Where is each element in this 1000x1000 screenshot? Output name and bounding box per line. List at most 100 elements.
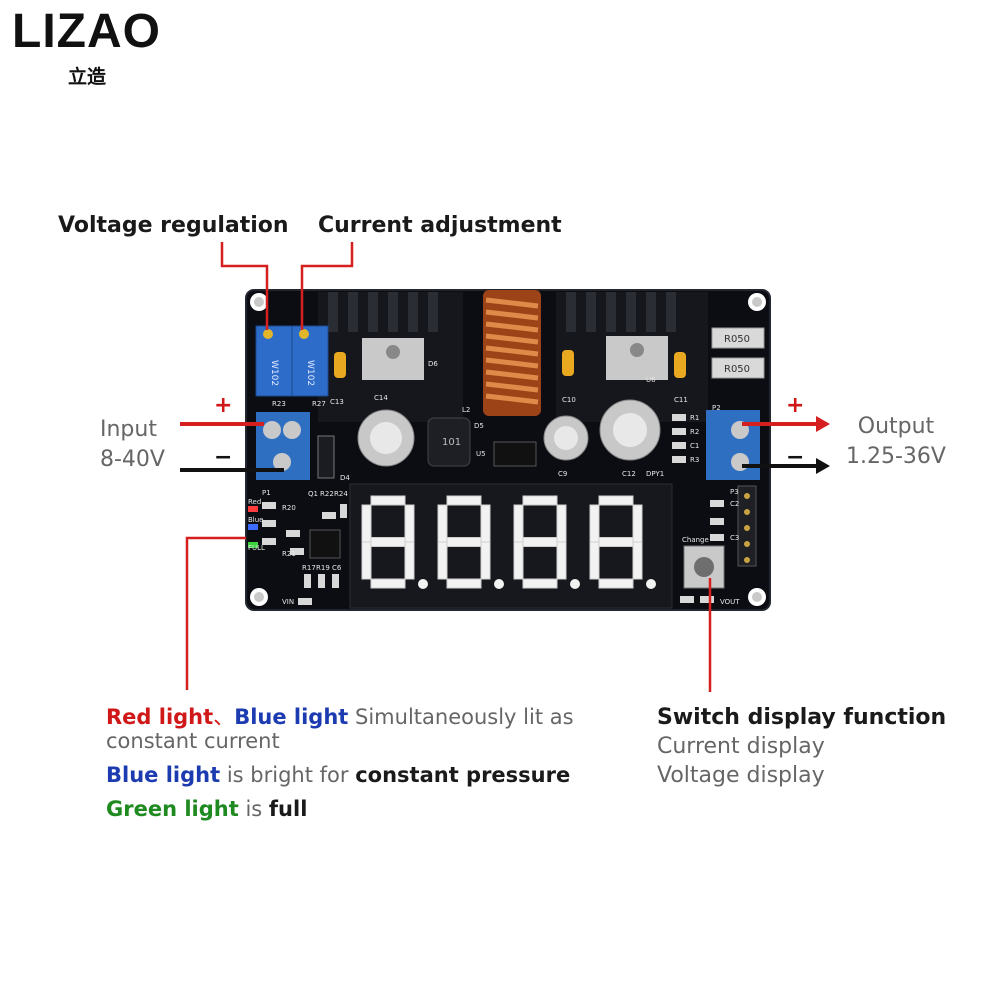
input-title: Input [100, 417, 157, 442]
green-light-text: Green light [106, 797, 239, 821]
silkscreen-r21: R21 [282, 550, 296, 558]
silkscreen-c1: C1 [690, 442, 699, 450]
is-text: is [245, 797, 263, 821]
silkscreen-change: Change [682, 536, 709, 544]
led-description: Red light、 Blue light Simultaneously lit … [106, 705, 626, 821]
segment [556, 541, 567, 580]
blue-led [248, 524, 258, 530]
red-led [248, 506, 258, 512]
constant-pressure-text: constant pressure [355, 763, 571, 787]
segment [598, 578, 634, 589]
header-pins [737, 485, 757, 567]
voltage-potentiometer: W102 [255, 325, 293, 397]
full-text: full [268, 797, 308, 821]
segment [522, 578, 558, 589]
silkscreen-d6: D6 [428, 360, 438, 368]
separator-text: 、 [213, 705, 235, 729]
silkscreen-dpy1: DPY1 [646, 470, 664, 478]
silkscreen-c6: C6 [332, 564, 342, 572]
capacitor [599, 399, 661, 461]
decimal-point [494, 579, 504, 589]
smd-inductor: 101 [427, 417, 471, 467]
output-label: Output 1.25-36V [846, 412, 946, 472]
silkscreen-c11: C11 [674, 396, 688, 404]
capacitor [543, 415, 589, 461]
segment [513, 541, 524, 580]
blue-light-text-2: Blue light [106, 763, 221, 787]
simultaneously-text: Simultaneously lit as [355, 705, 574, 729]
silkscreen-r27: R27 [312, 400, 326, 408]
output-plus: + [786, 393, 805, 418]
silkscreen-r3: R3 [690, 456, 699, 464]
silkscreen-r23: R23 [272, 400, 286, 408]
silkscreen-r19: R19 [316, 564, 330, 572]
segment [404, 541, 415, 580]
change-button [683, 545, 725, 589]
decimal-point [570, 579, 580, 589]
tantalum-capacitor [562, 350, 574, 376]
silkscreen-led-red: Red [248, 498, 261, 506]
silkscreen-r17: R17 [302, 564, 316, 572]
tantalum-capacitor [674, 352, 686, 378]
silkscreen-c9: C9 [558, 470, 567, 478]
segment [446, 537, 482, 547]
silkscreen-d5: D5 [474, 422, 484, 430]
voltage-regulation-label: Voltage regulation [58, 213, 289, 238]
output-positive-arrow [742, 416, 830, 432]
toroid-inductor [483, 290, 541, 416]
segment [370, 495, 406, 506]
ic-chip [309, 529, 341, 559]
segment [598, 495, 634, 506]
callout-lines [185, 242, 712, 692]
segment [361, 504, 372, 543]
silkscreen-vout: VOUT [720, 598, 740, 606]
silkscreen-c14: C14 [374, 394, 388, 402]
segment [437, 541, 448, 580]
silkscreen-labels: P1 R23 R27 C13 D6 C14 L2 D5 U5 C10 U6 C1… [248, 360, 740, 606]
segment [556, 504, 567, 543]
silkscreen-c13: C13 [330, 398, 344, 406]
silkscreen-vin: VIN [282, 598, 294, 606]
smd-components [262, 414, 724, 605]
output-range: 1.25-36V [846, 444, 946, 469]
svg-text:101: 101 [442, 437, 461, 448]
seven-segment-display [349, 483, 673, 609]
silkscreen-r20: R20 [282, 504, 296, 512]
svg-text:R050: R050 [724, 364, 750, 375]
segment [361, 541, 372, 580]
current-adjustment-label: Current adjustment [318, 213, 562, 238]
segment [480, 504, 491, 543]
mounting-hole [250, 588, 268, 606]
red-light-text: Red light [106, 705, 214, 729]
mounting-hole [748, 588, 766, 606]
decimal-point [418, 579, 428, 589]
diode [317, 435, 335, 479]
switch-description: Switch display function Current display … [657, 705, 946, 788]
silkscreen-p3: P3 [730, 488, 739, 496]
shunt-resistor: R050 [711, 357, 765, 379]
segment [446, 495, 482, 506]
mounting-hole [748, 293, 766, 311]
svg-text:W102: W102 [269, 360, 279, 386]
switch-title: Switch display function [657, 705, 947, 730]
mounting-hole [250, 293, 268, 311]
segment [480, 541, 491, 580]
svg-text:R050: R050 [724, 334, 750, 345]
output-title: Output [857, 414, 935, 439]
silkscreen-p1: P1 [262, 489, 271, 497]
constant-current-text: constant current [106, 729, 280, 753]
input-plus: + [214, 393, 233, 418]
shunt-resistor: R050 [711, 327, 765, 349]
input-label: Input 8-40V [100, 415, 165, 475]
brand-logo-subtitle: 立造 [68, 66, 107, 88]
segment [370, 537, 406, 547]
tantalum-capacitor [334, 352, 346, 378]
silkscreen-r2: R2 [690, 428, 699, 436]
input-minus: − [214, 445, 233, 470]
silkscreen-led-blue: Blue [248, 516, 264, 524]
input-range: 8-40V [100, 447, 165, 472]
segment [522, 537, 558, 547]
output-terminal-block [706, 410, 760, 480]
segment [632, 541, 643, 580]
led-line-3: Green light is full [106, 797, 626, 821]
